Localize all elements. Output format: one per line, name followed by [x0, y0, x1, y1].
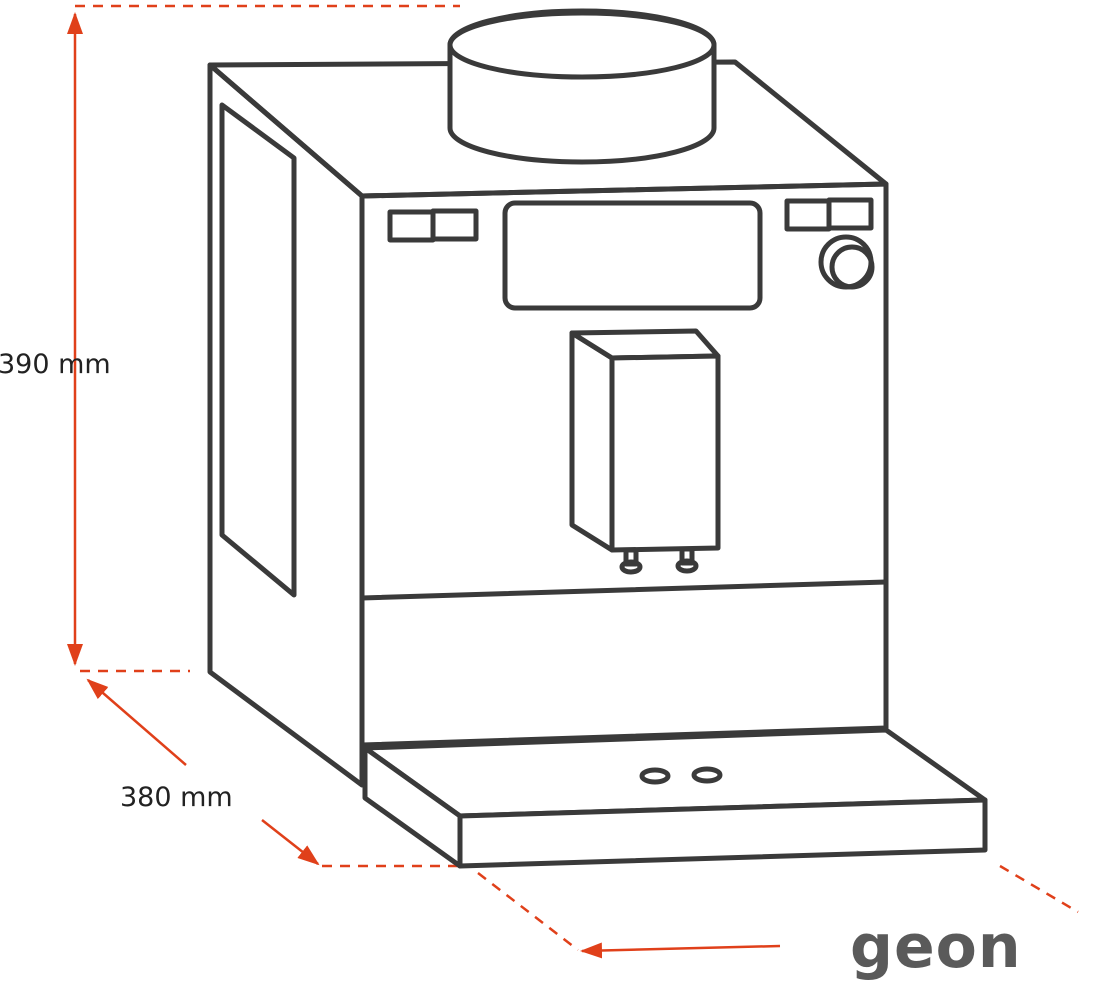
knob-outer [818, 234, 874, 290]
drip-tray-hole-right [691, 766, 723, 784]
coffee-dispenser [569, 328, 721, 575]
dispenser-side [609, 353, 721, 553]
left-button-1[interactable] [387, 209, 436, 243]
drip-tray-hole-left [639, 767, 671, 785]
width-arrow [580, 942, 781, 959]
spout-left-tip [619, 559, 643, 575]
drip-tray-side [362, 745, 463, 869]
knob-inner [829, 244, 875, 290]
front-divider [359, 579, 889, 601]
height-label: 390 mm [0, 349, 111, 380]
bean-hopper-lid [447, 10, 717, 80]
display-screen [502, 200, 763, 311]
brand-logo: geon [850, 912, 1022, 982]
side-window [219, 102, 297, 598]
dimension-lines [67, 4, 1079, 959]
left-button-group [387, 208, 479, 243]
left-button-2[interactable] [430, 208, 479, 242]
depth-arrow-upper [86, 678, 187, 766]
spout-right-tip [675, 558, 699, 574]
coffee-machine [207, 8, 988, 869]
depth-label: 380 mm [120, 782, 233, 813]
width-right-extension [999, 864, 1079, 914]
depth-arrow-lower [261, 819, 320, 866]
width-left-extension [477, 872, 579, 951]
drip-tray [362, 727, 988, 869]
right-button-2[interactable] [826, 197, 874, 231]
control-knob[interactable] [818, 234, 875, 290]
machine-side-panel [207, 62, 365, 788]
dispenser-front [569, 330, 615, 553]
right-button-group [784, 197, 874, 232]
right-button-1[interactable] [784, 198, 832, 232]
